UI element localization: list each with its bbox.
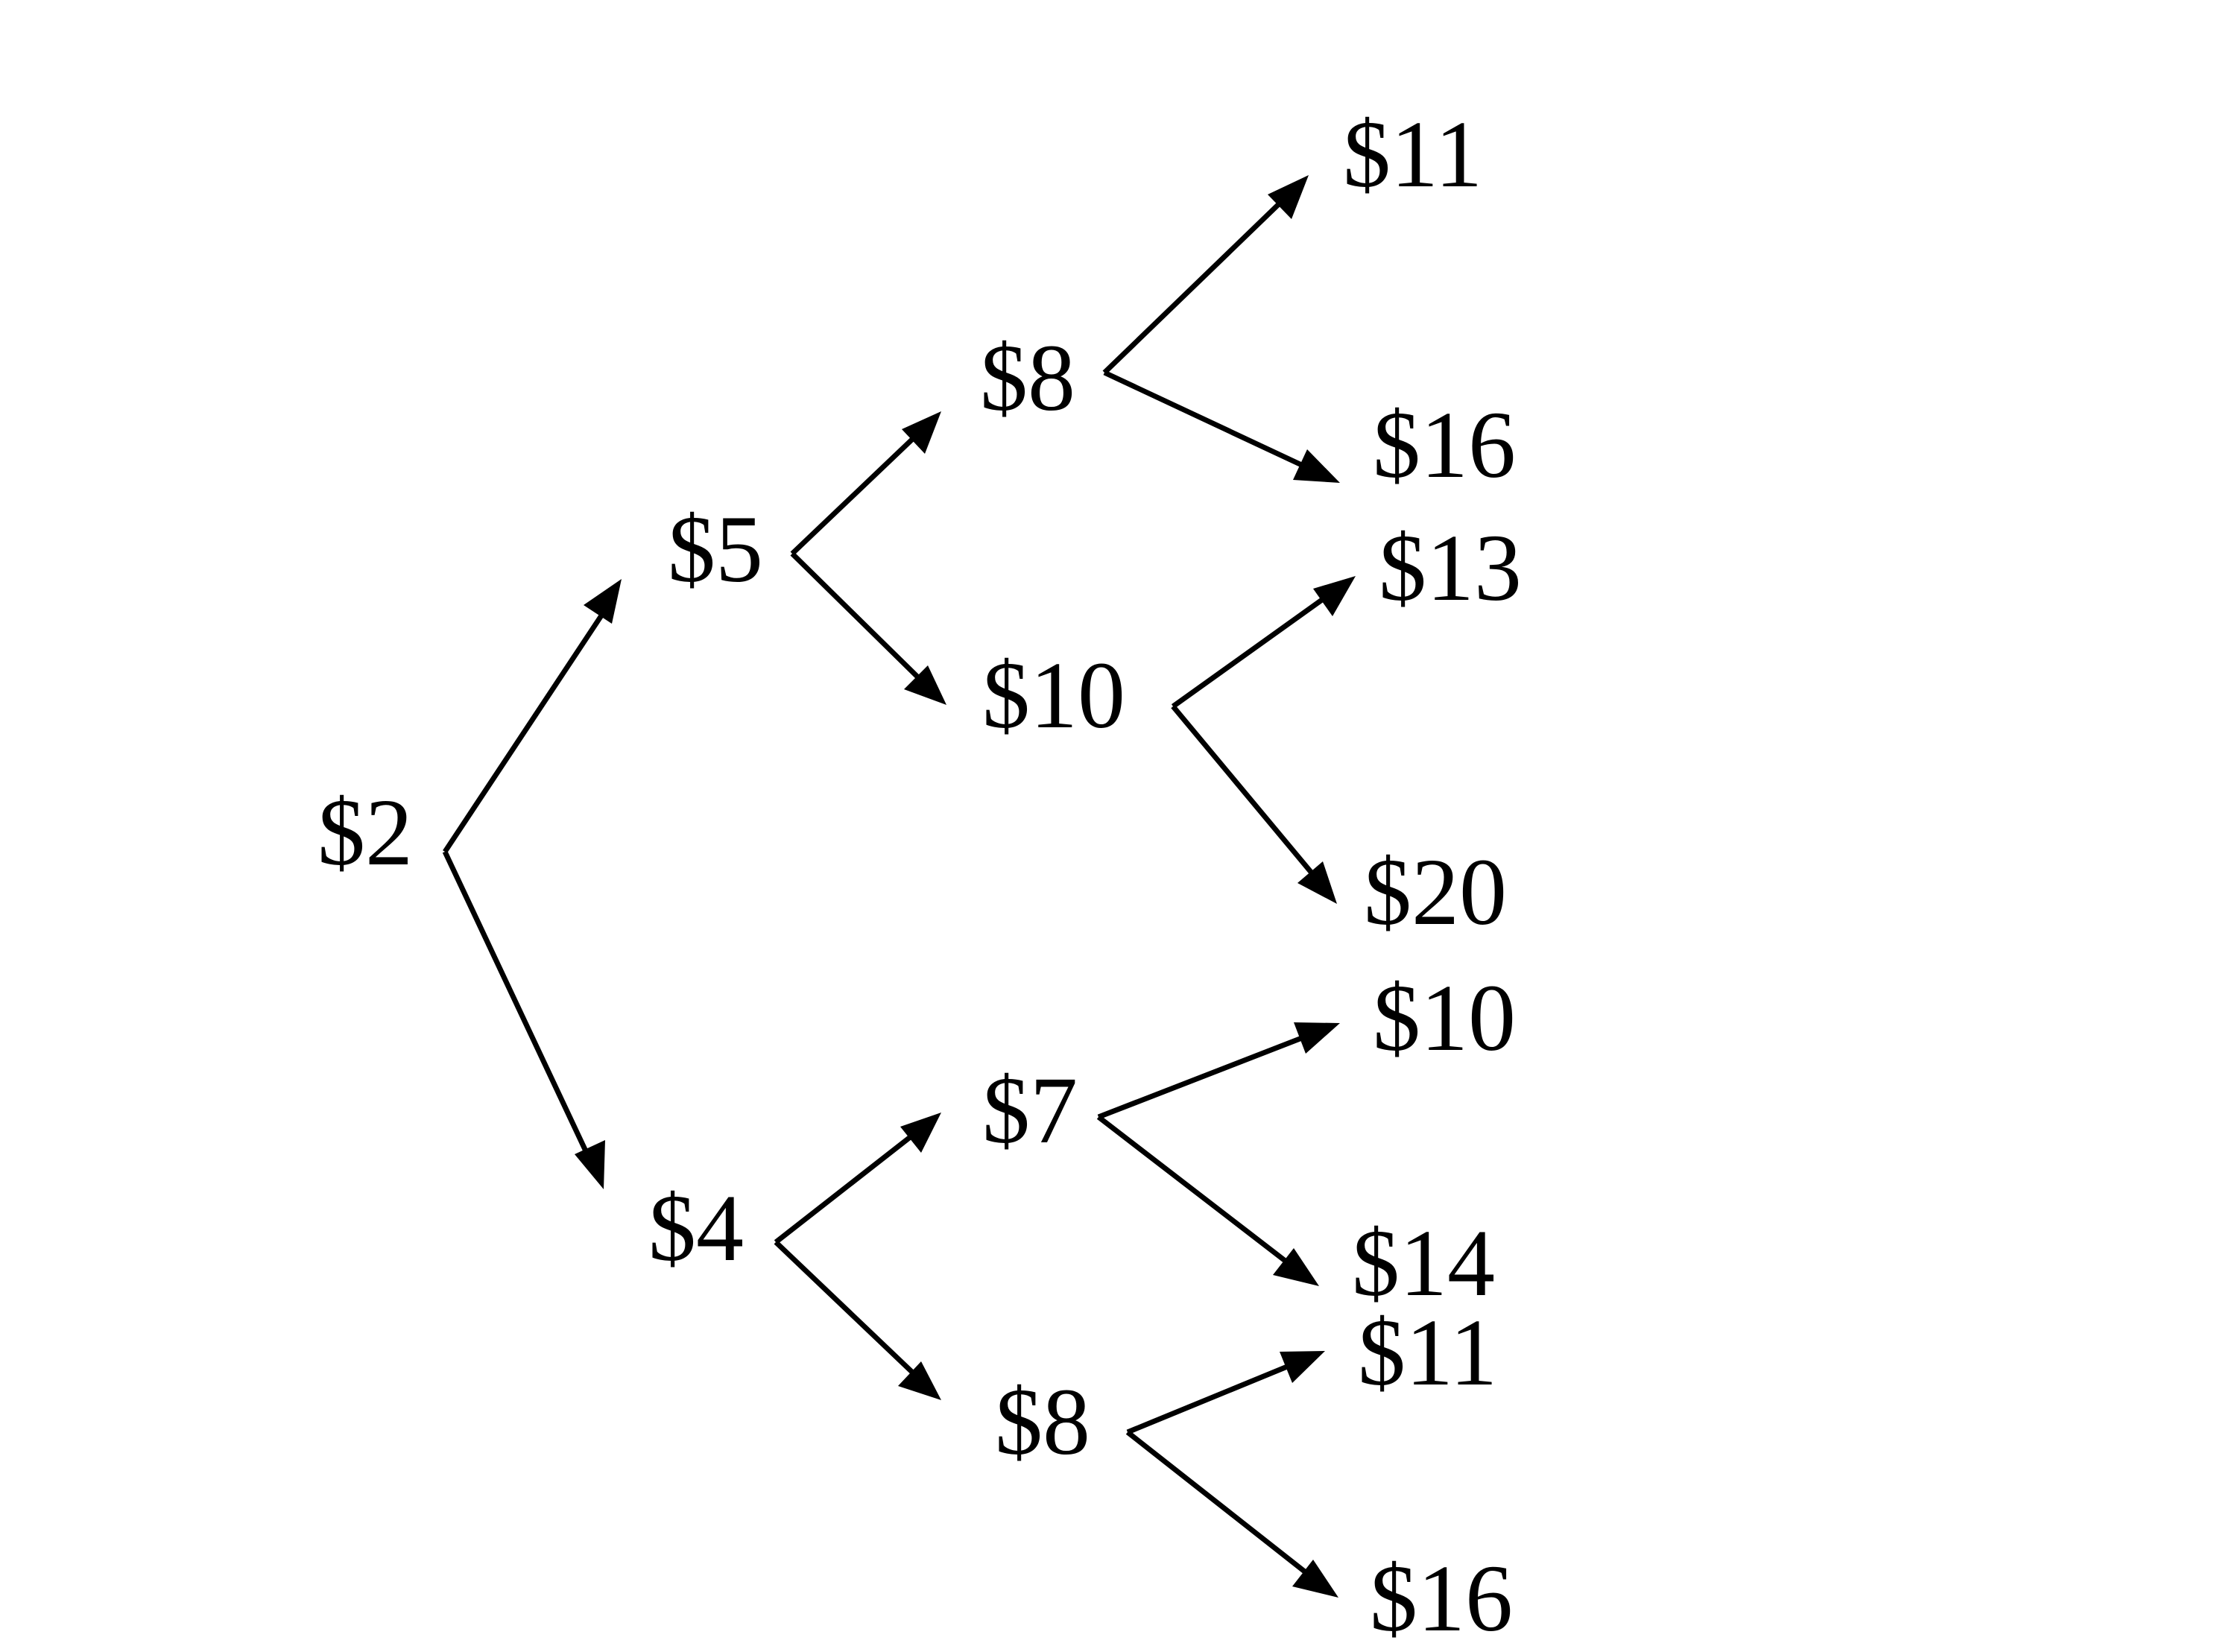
- node-down: $4: [648, 1175, 744, 1281]
- arrowhead-8l-to-16: [1292, 1560, 1338, 1598]
- arrowhead-7-to-10: [1294, 1022, 1340, 1054]
- arrowhead-5-to-10: [904, 665, 946, 705]
- edge-8u-to-11: [1102, 199, 1284, 375]
- arrowhead-4-to-7: [900, 1113, 941, 1153]
- edge-8l-to-11: [1126, 1362, 1292, 1435]
- edge-5-to-10: [790, 551, 925, 684]
- node-down-down-up: $11: [1358, 1300, 1497, 1405]
- node-up-down: $10: [982, 642, 1125, 748]
- node-down-down-down: $16: [1370, 1545, 1513, 1651]
- arrowhead-7-to-14: [1273, 1248, 1319, 1286]
- node-root: $2: [317, 779, 413, 885]
- tree-edges: [442, 175, 1356, 1598]
- edge-4-to-7: [774, 1130, 918, 1244]
- node-down-up-down: $14: [1352, 1210, 1495, 1316]
- arrowhead-8l-to-11: [1280, 1351, 1325, 1383]
- node-up-up: $8: [980, 325, 1075, 431]
- arrowhead-2-to-5: [584, 579, 622, 624]
- arrowhead-10-to-20: [1297, 861, 1337, 904]
- arrowhead-10-to-13: [1313, 576, 1356, 616]
- arrowhead-5-to-8: [902, 411, 941, 454]
- arrowhead-8u-to-16: [1293, 449, 1340, 483]
- edge-10-to-20: [1171, 704, 1316, 878]
- node-down-up: $7: [982, 1057, 1078, 1163]
- edge-10-to-13: [1171, 595, 1327, 709]
- node-up-down-up: $13: [1379, 515, 1522, 621]
- arrowhead-2-to-4: [575, 1140, 605, 1189]
- edge-8l-to-16: [1125, 1430, 1312, 1577]
- node-up-up-down: $16: [1373, 392, 1516, 498]
- edge-5-to-8: [790, 431, 920, 556]
- edge-7-to-10: [1097, 1034, 1307, 1120]
- tree-nodes: $2 $5 $4 $8 $10 $7 $8 $11 $16 $13 $20 $1…: [317, 101, 1522, 1651]
- edge-8u-to-16: [1103, 370, 1308, 470]
- edge-2-to-4: [442, 850, 590, 1156]
- node-up-down-down: $20: [1364, 839, 1507, 945]
- edge-2-to-5: [443, 610, 607, 853]
- node-down-up-up: $10: [1373, 965, 1516, 1071]
- edge-4-to-8: [774, 1240, 920, 1380]
- node-up-up-up: $11: [1343, 101, 1482, 207]
- arrowhead-8u-to-11: [1268, 175, 1309, 219]
- node-down-down: $8: [995, 1369, 1090, 1475]
- edge-7-to-14: [1096, 1115, 1292, 1267]
- arrowhead-4-to-8: [898, 1361, 941, 1400]
- node-up: $5: [668, 496, 763, 602]
